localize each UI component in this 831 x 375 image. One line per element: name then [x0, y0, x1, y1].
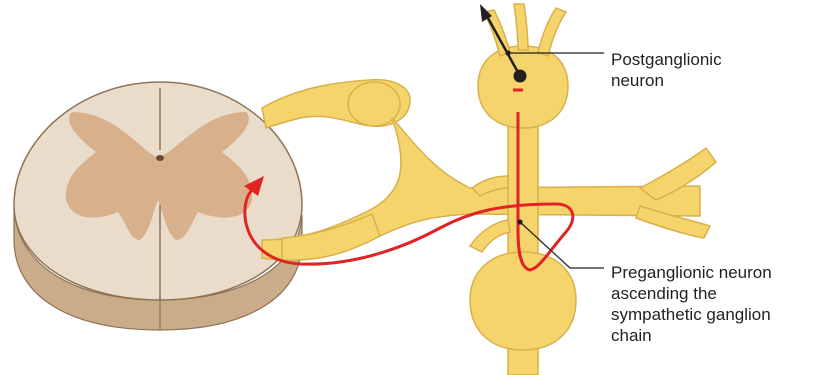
- central-canal: [156, 155, 164, 161]
- upper-sympathetic-ganglion: [478, 46, 568, 128]
- postganglionic-neuron-label: Postganglionic neuron: [611, 49, 722, 91]
- label-line: neuron: [611, 70, 722, 91]
- label-line: ascending the: [611, 283, 772, 304]
- upper-ganglion-fibres: [484, 4, 566, 56]
- preganglionic-neuron-label: Preganglionic neuron ascending the sympa…: [611, 262, 772, 346]
- label-line: sympathetic ganglion: [611, 304, 772, 325]
- label-line: Preganglionic neuron: [611, 262, 772, 283]
- label-line: chain: [611, 325, 772, 346]
- spinal-cord: [14, 82, 302, 330]
- label-line: Postganglionic: [611, 49, 722, 70]
- ramus-communicans-lower: [470, 220, 510, 252]
